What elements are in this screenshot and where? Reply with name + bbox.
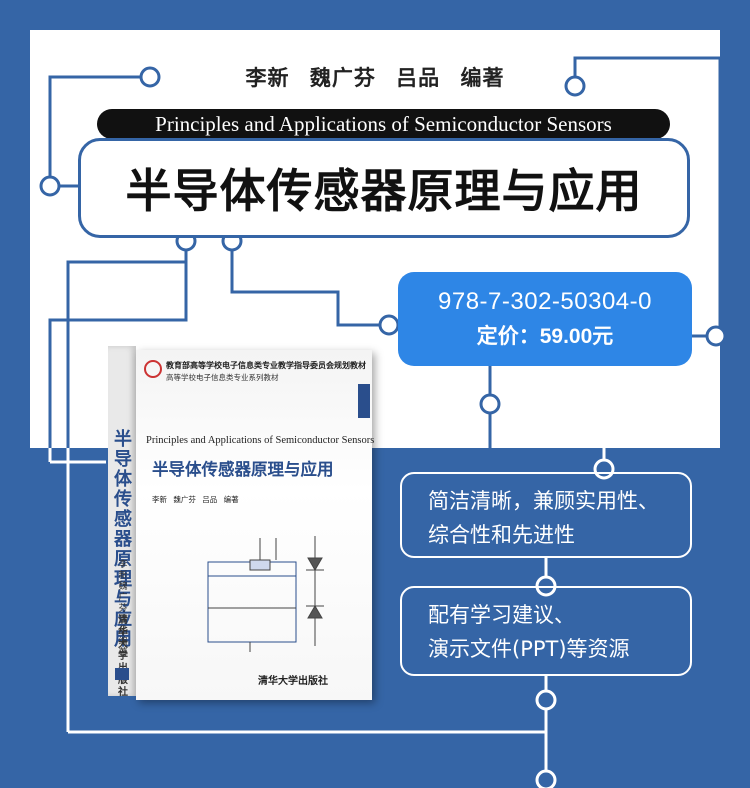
connector-dot xyxy=(139,66,161,88)
spine-authors: 李新 魏广芬 吕品 编著 xyxy=(118,560,128,658)
chinese-title: 半导体传感器原理与应用 xyxy=(125,164,643,218)
cover-authors: 李新 魏广芬 吕品 编著 xyxy=(152,495,239,504)
cover-publisher: 清华大学出版社 xyxy=(258,676,328,687)
isbn: 978-7-302-50304-0 xyxy=(438,288,652,315)
isbn-box: 978-7-302-50304-0 定价：59.00元 xyxy=(398,272,692,366)
cover-series-line1: 教育部高等学校电子信息类专业教学指导委员会规划教材 xyxy=(166,360,366,370)
book-spine xyxy=(108,346,136,696)
english-title-banner: Principles and Applications of Semicondu… xyxy=(97,109,670,139)
connector-dot xyxy=(479,393,501,415)
semiconductor-diagram-icon xyxy=(207,536,324,652)
cover-series-line2: 高等学校电子信息类专业系列教材 xyxy=(166,373,279,382)
connector-dot xyxy=(535,769,557,788)
cover-series-tab xyxy=(358,384,370,418)
publisher-logo-icon xyxy=(115,668,129,680)
title-box: 半导体传感器原理与应用 xyxy=(78,138,690,238)
feature-line: 配有学习建议、 xyxy=(428,603,575,627)
connector-dot xyxy=(705,325,727,347)
spine-title: 半导体传感器原理与应用 xyxy=(114,429,132,650)
feature-line: 简洁清晰，兼顾实用性、 xyxy=(428,489,659,513)
spine-publisher: 清华大学出版社 xyxy=(118,615,128,698)
cover-chinese-title: 半导体传感器原理与应用 xyxy=(152,460,334,479)
connector-dot xyxy=(535,689,557,711)
university-logo-icon xyxy=(144,360,162,378)
feature-line: 综合性和先进性 xyxy=(428,523,575,547)
authors: 李新 魏广芬 吕品 编著 xyxy=(245,65,505,90)
connector-dot xyxy=(564,75,586,97)
feature-box-2: 配有学习建议、 演示文件(PPT)等资源 xyxy=(400,586,692,676)
connector-dot xyxy=(39,175,61,197)
connector-dot xyxy=(378,314,400,336)
cover-english-title: Principles and Applications of Semicondu… xyxy=(146,435,375,446)
price: 定价：59.00元 xyxy=(476,325,614,348)
feature-line: 演示文件(PPT)等资源 xyxy=(428,637,630,661)
feature-box-1: 简洁清晰，兼顾实用性、 综合性和先进性 xyxy=(400,472,692,558)
